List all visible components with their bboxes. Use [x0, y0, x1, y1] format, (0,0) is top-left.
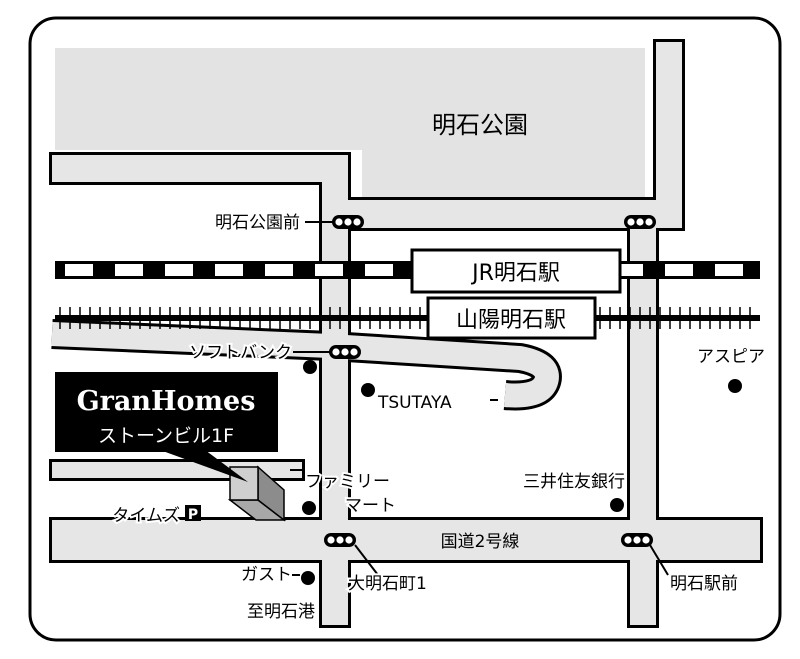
- granhomes-name: GranHomes: [77, 386, 256, 417]
- traffic-signals: [324, 215, 656, 547]
- familymart-label-1: ファミリー: [305, 472, 390, 492]
- traffic-signal-icon: [624, 215, 656, 229]
- landmark-dots: [301, 360, 742, 585]
- building-name: ストーンビル1F: [98, 425, 234, 447]
- road-loop: [51, 322, 559, 408]
- sanyo-station-label: 山陽明石駅: [456, 308, 566, 333]
- road-park-west: [52, 155, 348, 182]
- softbank-label: ソフトバンク: [189, 343, 292, 363]
- sanyo-akashi-station[interactable]: 山陽明石駅: [426, 296, 597, 340]
- tsutaya-label: TSUTAYA: [377, 393, 452, 413]
- jr-rail-tie: [115, 264, 143, 276]
- familymart-label-2: マート: [345, 496, 396, 516]
- smbc-marker: [610, 498, 624, 512]
- leader-lines: [290, 221, 669, 576]
- parking-letter: P: [188, 507, 198, 523]
- park-label: 明石公園: [432, 111, 528, 139]
- gusto-label: ガスト: [241, 565, 292, 585]
- aspia-marker: [728, 379, 742, 393]
- aspia-label: アスピア: [697, 347, 765, 367]
- times-label: タイムズ: [112, 506, 180, 526]
- traffic-signal-icon: [324, 533, 356, 547]
- jr-akashi-station[interactable]: JR明石駅: [410, 248, 622, 294]
- signal-ekimae-label: 明石駅前: [670, 574, 738, 594]
- akashi-park-area: [55, 48, 645, 198]
- jr-rail-tie: [315, 264, 343, 276]
- signal-daimyo-label: 大明石町1: [348, 574, 427, 594]
- traffic-signal-icon: [329, 345, 361, 359]
- road-east-upper: [656, 42, 682, 228]
- route-2-label: 国道2号線: [441, 532, 520, 552]
- smbc-label: 三井住友銀行: [523, 472, 625, 492]
- jr-rail-tie: [165, 264, 193, 276]
- softbank-marker: [303, 360, 317, 374]
- road-route-2: [52, 520, 760, 560]
- tsutaya-marker: [361, 383, 375, 397]
- jr-railway: [55, 261, 760, 279]
- jr-rail-tie: [615, 264, 643, 276]
- jr-rail-tie: [265, 264, 293, 276]
- jr-station-label: JR明石駅: [470, 261, 560, 286]
- familymart-marker: [302, 501, 316, 515]
- granhomes-callout[interactable]: GranHomes ストーンビル1F: [55, 372, 278, 482]
- traffic-signal-icon: [332, 215, 364, 229]
- gusto-marker: [301, 571, 315, 585]
- jr-rail-tie: [665, 264, 693, 276]
- traffic-signal-icon: [621, 533, 653, 547]
- jr-rail-tie: [215, 264, 243, 276]
- jr-rail-tie: [65, 264, 93, 276]
- parking-icon: P: [185, 505, 201, 523]
- jr-rail-tie: [365, 264, 393, 276]
- to-akashi-port-label: 至明石港: [247, 602, 315, 622]
- signal-akashi-koen-mae-label: 明石公園前: [215, 213, 300, 233]
- jr-rail-tie: [715, 264, 743, 276]
